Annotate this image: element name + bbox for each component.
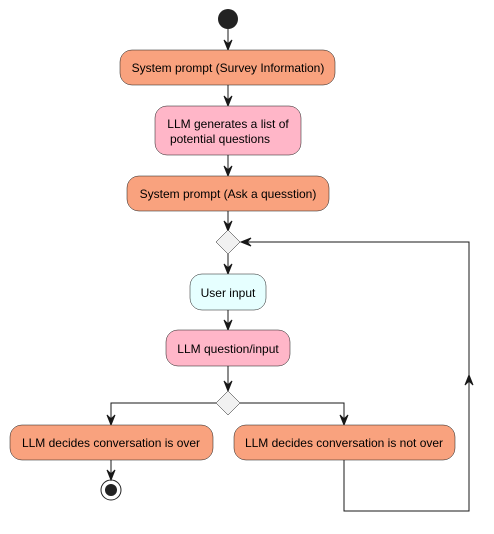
decision-diamond — [215, 390, 241, 416]
ask-prompt-box — [126, 175, 330, 212]
ask-prompt-label: System prompt (Ask a quesstion) — [140, 187, 317, 201]
arrowhead — [223, 263, 233, 276]
conversation-not-over-node: LLM decides conversation is not over — [233, 424, 456, 461]
llm-question-label: LLM question/input — [177, 342, 279, 356]
question-list-node: LLM generates a list of potential questi… — [154, 105, 302, 156]
survey-prompt-box — [119, 49, 336, 86]
end-node-dot — [105, 484, 117, 496]
arrowhead — [223, 165, 233, 178]
arrowhead — [223, 319, 233, 332]
conversation-over-node: LLM decides conversation is over — [9, 424, 214, 461]
arrowhead — [223, 220, 233, 233]
user-input-box — [189, 273, 267, 311]
arrowhead — [464, 373, 474, 386]
conversation-over-label: LLM decides conversation is over — [22, 436, 200, 450]
conversation-over-box — [9, 424, 214, 461]
survey-prompt-label: System prompt (Survey Information) — [132, 61, 325, 75]
question-list-box — [154, 105, 302, 156]
llm-question-node: LLM question/input — [165, 329, 291, 367]
arrowhead — [239, 237, 252, 247]
edge-decision-to-conversation-over — [110, 402, 216, 424]
arrowhead — [223, 95, 233, 108]
survey-prompt-node: System prompt (Survey Information) — [119, 49, 336, 86]
question-list-label-line1: LLM generates a list of — [167, 117, 289, 131]
conversation-not-over-box — [233, 424, 456, 461]
merge-diamond — [215, 229, 241, 255]
end-node — [100, 479, 122, 501]
edge-decision-to-conversation-not-over — [240, 402, 345, 424]
arrowhead — [339, 414, 349, 427]
question-list-label-line2: potential questions — [170, 132, 270, 146]
arrowhead — [223, 380, 233, 393]
user-input-label: User input — [201, 286, 256, 300]
arrowhead — [106, 469, 116, 482]
edges — [106, 29, 474, 512]
ask-prompt-node: System prompt (Ask a quesstion) — [126, 175, 330, 212]
llm-question-box — [165, 329, 291, 367]
conversation-not-over-label: LLM decides conversation is not over — [245, 436, 443, 450]
arrowhead — [223, 39, 233, 52]
user-input-node: User input — [189, 273, 267, 311]
edge-loop-back-to-merge — [241, 241, 470, 512]
arrowhead — [106, 414, 116, 427]
end-node-ring — [100, 479, 122, 501]
start-node — [218, 9, 238, 29]
